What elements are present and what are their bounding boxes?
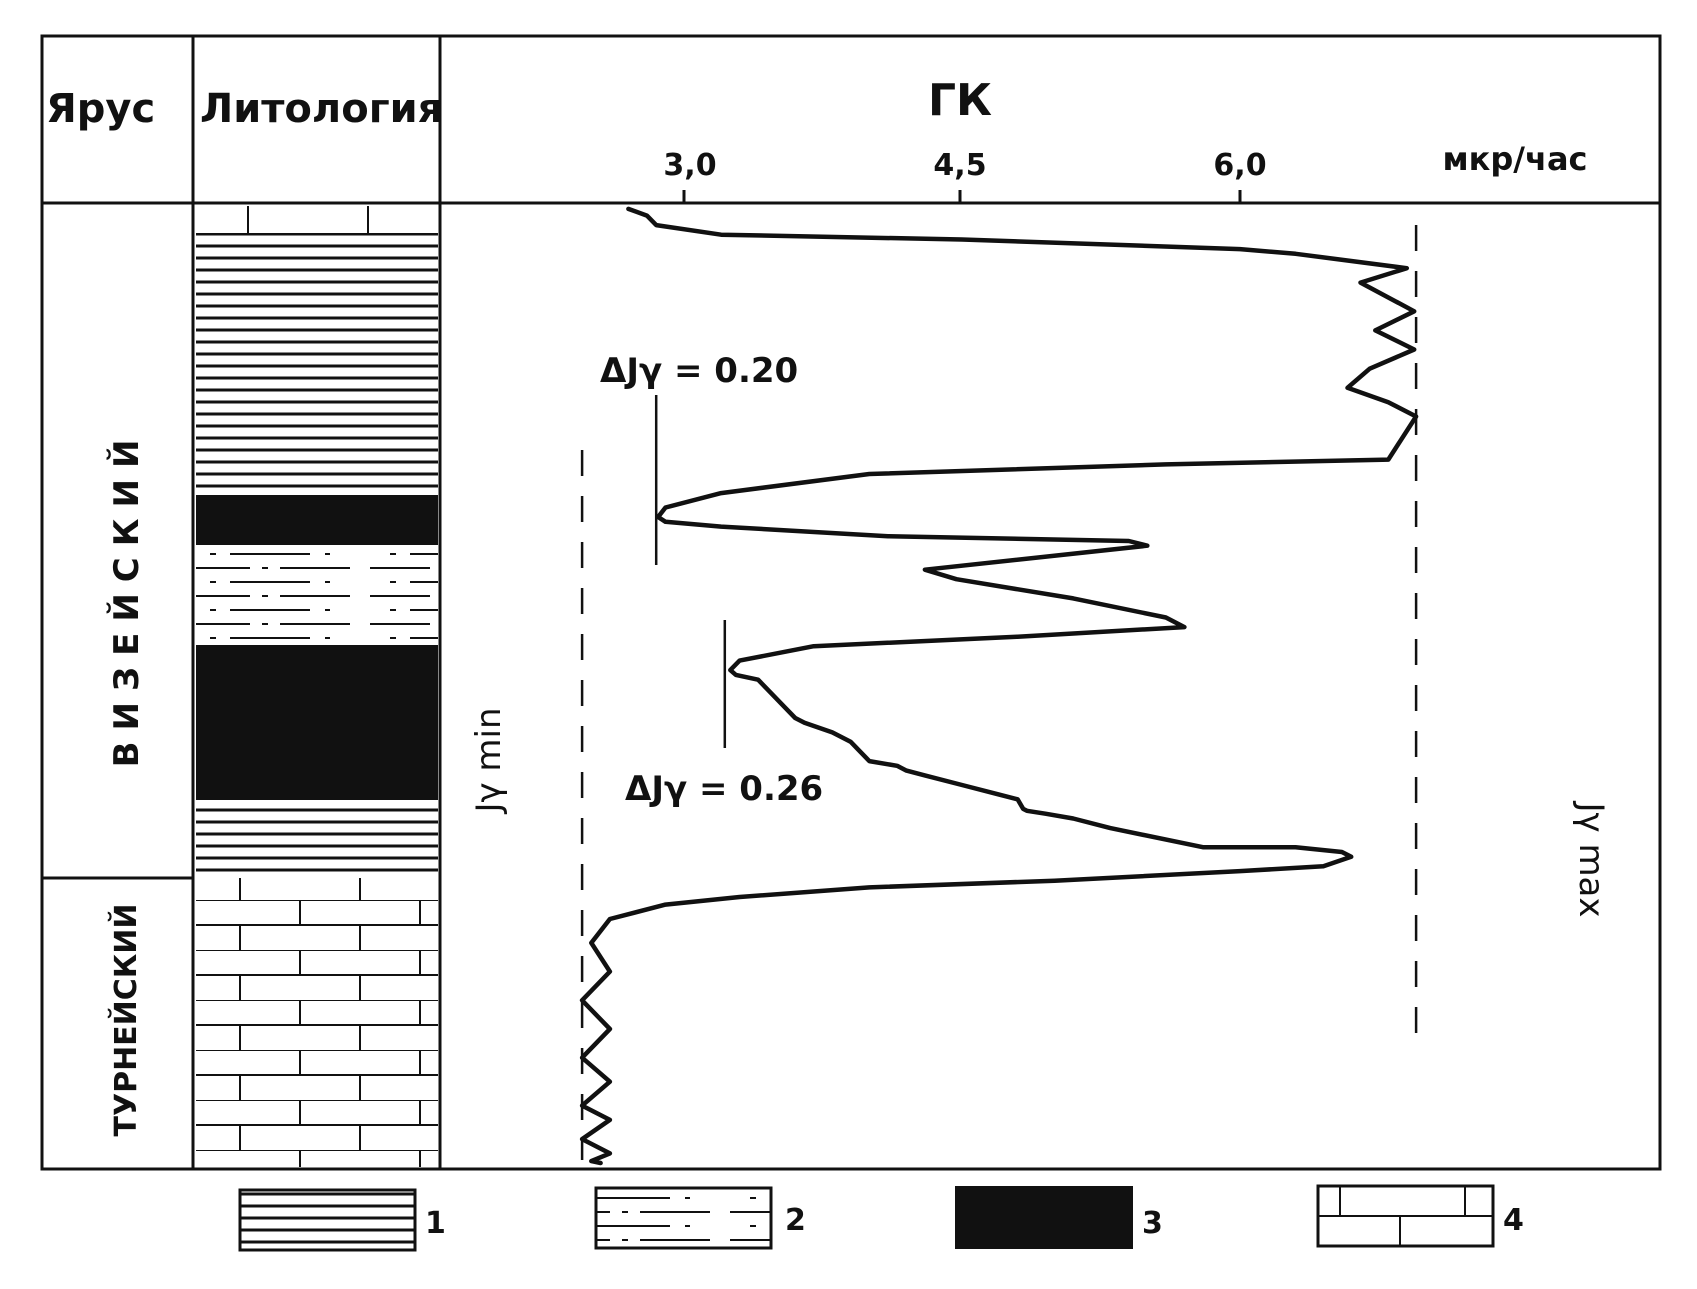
legend-item-shale: 1 bbox=[238, 1188, 446, 1252]
legend-label-1: 1 bbox=[425, 1206, 446, 1241]
header-gk: ГК bbox=[928, 75, 992, 126]
lith-siltstone bbox=[196, 545, 438, 645]
lith-shale-1 bbox=[196, 234, 438, 495]
lith-coal-2 bbox=[196, 645, 438, 800]
legend-item-coal: 3 bbox=[955, 1186, 1163, 1249]
outer-border bbox=[40, 34, 1662, 1171]
legend-label-4: 4 bbox=[1503, 1203, 1524, 1238]
tick-label-6-0: 6,0 bbox=[1213, 148, 1266, 183]
lithology-column bbox=[196, 206, 438, 1167]
lith-shale-2 bbox=[196, 800, 438, 878]
legend-item-siltstone: 2 bbox=[594, 1186, 806, 1250]
legend-swatch-shale bbox=[238, 1188, 417, 1252]
delta2-label: ΔJγ = 0.26 bbox=[625, 769, 823, 809]
stage-tournaisian-label: ТУРНЕЙСКИЙ bbox=[108, 903, 144, 1136]
legend-swatch-siltstone bbox=[594, 1186, 773, 1250]
jmax-label: Jγ max bbox=[1571, 800, 1611, 917]
legend: 1 2 3 4 bbox=[238, 1184, 1524, 1252]
lith-coal-1 bbox=[196, 495, 438, 545]
lith-limestone-top bbox=[196, 206, 438, 234]
legend-item-limestone: 4 bbox=[1316, 1184, 1524, 1248]
tick-label-3-0: 3,0 bbox=[663, 148, 716, 183]
reference-lines bbox=[580, 225, 1418, 1160]
table-frame bbox=[40, 34, 1662, 1171]
gk-scale: 3,0 4,5 6,0 мкр/час bbox=[663, 140, 1588, 203]
legend-swatch-coal bbox=[955, 1186, 1133, 1249]
legend-label-2: 2 bbox=[785, 1203, 806, 1238]
header-stage: Ярус bbox=[46, 86, 155, 132]
stage-visean-label: ВИЗЕЙСКИЙ bbox=[106, 429, 147, 768]
tick-label-4-5: 4,5 bbox=[933, 148, 986, 183]
scale-unit: мкр/час bbox=[1443, 140, 1588, 178]
gk-curve-series bbox=[579, 206, 1419, 1166]
jmin-label: Jγ min bbox=[469, 707, 509, 814]
legend-label-3: 3 bbox=[1142, 1206, 1163, 1241]
header-lithology: Литология bbox=[200, 86, 443, 132]
delta1-label: ΔJγ = 0.20 bbox=[600, 351, 798, 391]
lith-limestone bbox=[196, 878, 438, 1167]
